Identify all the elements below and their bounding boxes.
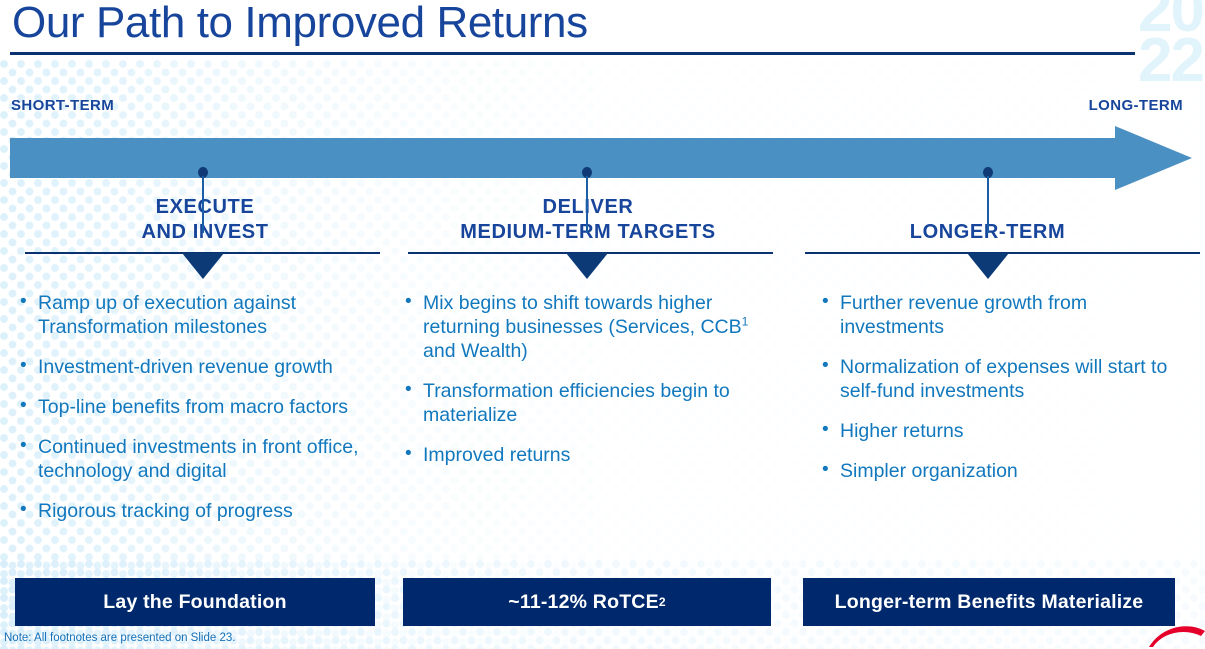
list-item: Further revenue growth from investments [820, 290, 1170, 339]
column-arrow-down-icon-3 [967, 253, 1009, 279]
title-divider [10, 52, 1135, 55]
timeline-label-long-term: LONG-TERM [1088, 97, 1183, 114]
list-item: Simpler organization [820, 458, 1170, 483]
column-arrow-down-icon-2 [566, 253, 608, 279]
list-item: Top-line benefits from macro factors [18, 394, 370, 419]
page-title: Our Path to Improved Returns [12, 0, 588, 47]
column-heading-line2: AND INVEST [141, 221, 269, 243]
list-item: Rigorous tracking of progress [18, 498, 370, 523]
list-item: Normalization of expenses will start to … [820, 354, 1170, 403]
bullet-list-deliver-medium-term-targets: Mix begins to shift towards higher retur… [403, 290, 765, 467]
list-item-text-tail: and Wealth) [423, 340, 528, 362]
timeline-label-short-term: SHORT-TERM [11, 97, 115, 114]
banner-label: ~11-12% RoTCE [508, 590, 659, 613]
list-item: Mix begins to shift towards higher retur… [403, 290, 765, 363]
column-heading-line1: DELIVER [403, 195, 773, 220]
year-watermark: 20 22 [1083, 0, 1205, 95]
watermark-top-line: 20 [1138, 0, 1205, 45]
list-item: Ramp up of execution against Transformat… [18, 290, 370, 339]
list-item-text: Mix begins to shift towards higher retur… [423, 292, 742, 338]
timeline-marker-stem [586, 176, 588, 233]
column-heading-execute-and-invest: EXECUTE AND INVEST [20, 195, 390, 245]
list-item: Improved returns [403, 442, 765, 467]
banner-longer-term-benefits: Longer-term Benefits Materialize [803, 578, 1175, 626]
timeline-marker-stem [202, 176, 204, 233]
list-item: Investment-driven revenue growth [18, 354, 370, 379]
timeline-marker-stem [987, 176, 989, 233]
column-heading-line1: EXECUTE [155, 196, 255, 218]
bullet-list-execute-and-invest: Ramp up of execution against Transformat… [18, 290, 370, 523]
footnote-marker: 1 [741, 314, 749, 329]
column-heading-line2: MEDIUM-TERM TARGETS [460, 221, 716, 243]
list-item: Continued investments in front office, t… [18, 434, 370, 483]
citi-logo [1149, 626, 1205, 647]
slide-footnote: Note: All footnotes are presented on Sli… [4, 632, 236, 644]
list-item: Transformation efficiencies begin to mat… [403, 378, 765, 427]
column-heading-deliver-medium-term-targets: DELIVER MEDIUM-TERM TARGETS [403, 195, 773, 245]
list-item: Higher returns [820, 418, 1170, 443]
banner-label: Lay the Foundation [103, 590, 287, 613]
bullet-list-longer-term: Further revenue growth from investments … [820, 290, 1170, 483]
watermark-bottom-line: 22 [1138, 26, 1205, 95]
banner-label: Longer-term Benefits Materialize [834, 590, 1144, 613]
column-arrow-down-icon-1 [182, 253, 224, 279]
timeline-arrow [10, 126, 1192, 190]
banner-lay-the-foundation: Lay the Foundation [15, 578, 375, 626]
